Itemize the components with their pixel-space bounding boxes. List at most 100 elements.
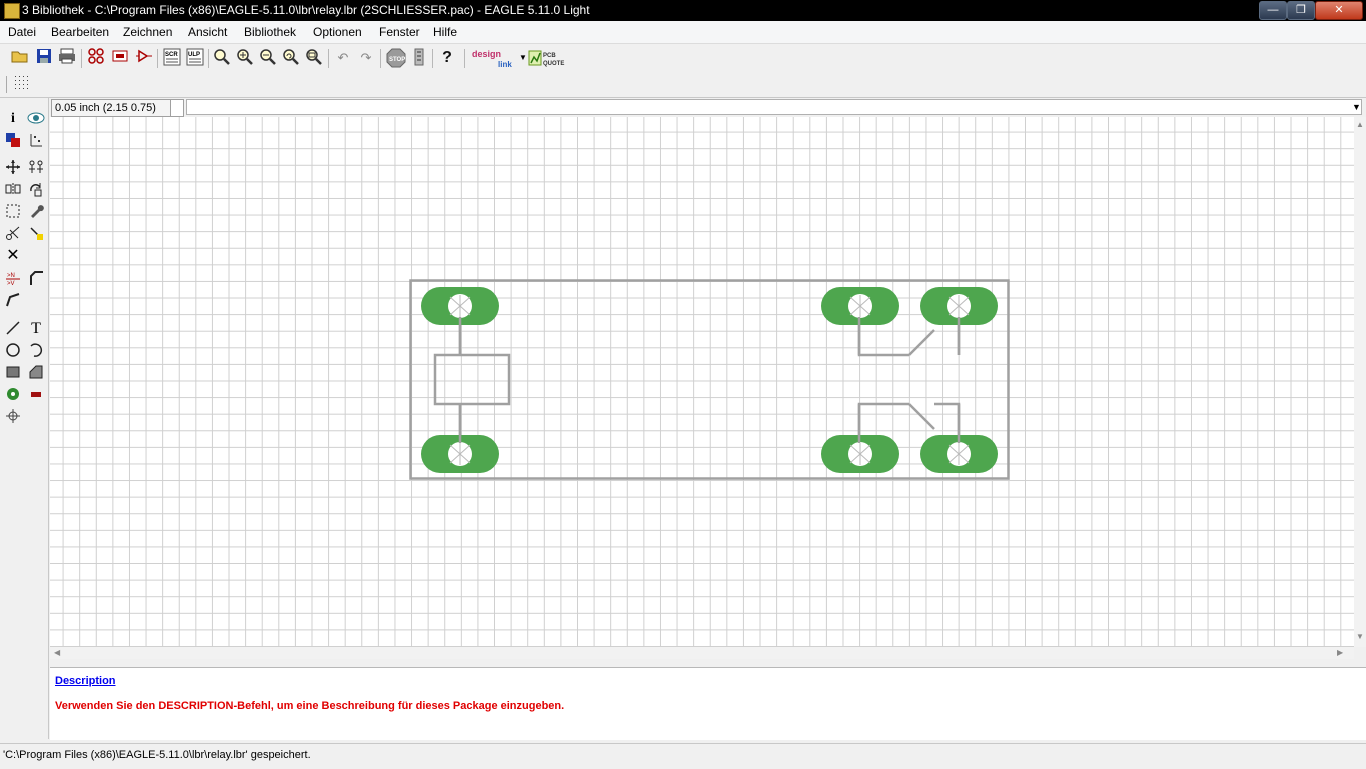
go-icon[interactable] bbox=[409, 48, 429, 68]
svg-text:QUOTE: QUOTE bbox=[543, 61, 564, 67]
circle-icon[interactable] bbox=[4, 342, 22, 360]
status-message: 'C:\Program Files (x86)\EAGLE-5.11.0\lbr… bbox=[3, 749, 311, 761]
open-icon[interactable] bbox=[10, 48, 30, 68]
split-icon[interactable] bbox=[4, 292, 22, 310]
zoom-select-icon[interactable] bbox=[304, 48, 324, 68]
vertical-scrollbar[interactable]: ▲ ▼ bbox=[1354, 117, 1366, 647]
menu-zeichnen[interactable]: Zeichnen bbox=[123, 25, 173, 39]
parameter-toolbar bbox=[0, 72, 1366, 98]
schematic-icon[interactable] bbox=[86, 48, 106, 68]
zoom-in-icon[interactable] bbox=[235, 48, 255, 68]
status-bar: 'C:\Program Files (x86)\EAGLE-5.11.0\lbr… bbox=[0, 743, 1366, 769]
menu-fenster[interactable]: Fenster bbox=[379, 25, 420, 39]
toolbar-grip bbox=[6, 76, 7, 93]
ulp-icon[interactable]: ULP bbox=[185, 48, 205, 68]
menu-bearbeiten[interactable]: Bearbeiten bbox=[51, 25, 110, 39]
drawing-canvas[interactable] bbox=[50, 117, 1354, 647]
menu-bibliothek[interactable]: Bibliothek bbox=[244, 25, 297, 39]
group-icon[interactable] bbox=[4, 203, 22, 221]
hole-icon[interactable] bbox=[4, 408, 22, 426]
tool-palette: i ✕ >N >V T bbox=[0, 98, 49, 739]
menu-ansicht[interactable]: Ansicht bbox=[188, 25, 228, 39]
command-input[interactable] bbox=[186, 99, 1362, 115]
pad[interactable] bbox=[920, 435, 998, 473]
zoom-fit-icon[interactable] bbox=[212, 48, 232, 68]
show-icon[interactable] bbox=[27, 110, 45, 128]
miter-icon[interactable] bbox=[27, 270, 45, 288]
svg-text:link: link bbox=[498, 60, 512, 69]
command-bar: 0.05 inch (2.15 0.75) ▼ bbox=[48, 98, 1366, 117]
description-panel: Description Verwenden Sie den DESCRIPTIO… bbox=[50, 667, 1366, 740]
horizontal-scrollbar[interactable]: ◀ ▶ bbox=[50, 647, 1354, 659]
main-toolbar: SCR ULP ↶ ↷ STOP ? design link ▼ bbox=[0, 44, 1366, 73]
help-icon[interactable]: ? bbox=[442, 49, 452, 66]
menu-optionen[interactable]: Optionen bbox=[313, 25, 362, 39]
minimize-button[interactable]: — bbox=[1259, 1, 1287, 20]
scroll-right-icon[interactable]: ▶ bbox=[1337, 648, 1344, 657]
command-mode-box bbox=[170, 99, 184, 117]
save-icon[interactable] bbox=[34, 48, 54, 68]
stop-icon[interactable]: STOP bbox=[386, 48, 406, 68]
pad[interactable] bbox=[920, 287, 998, 325]
scroll-down-icon[interactable]: ▼ bbox=[1356, 632, 1364, 641]
coordinate-display: 0.05 inch (2.15 0.75) bbox=[51, 99, 174, 117]
menu-datei[interactable]: Datei bbox=[8, 25, 37, 39]
designlink-dropdown-icon[interactable]: ▼ bbox=[519, 53, 527, 62]
grid-icon[interactable] bbox=[11, 74, 31, 94]
display-layers-icon[interactable] bbox=[4, 132, 22, 150]
coil-symbol bbox=[433, 306, 511, 454]
svg-text:SCR: SCR bbox=[165, 52, 178, 58]
cut-icon[interactable] bbox=[4, 225, 22, 243]
rotate-icon[interactable] bbox=[27, 181, 45, 199]
package-outline bbox=[409, 279, 1010, 480]
script-icon[interactable]: SCR bbox=[162, 48, 182, 68]
svg-text:>N: >N bbox=[7, 273, 15, 279]
svg-text:ULP: ULP bbox=[188, 52, 200, 58]
info-icon[interactable]: i bbox=[11, 111, 15, 126]
window-title: 3 Bibliothek - C:\Program Files (x86)\EA… bbox=[22, 3, 590, 17]
arc-icon[interactable] bbox=[27, 342, 45, 360]
pad[interactable] bbox=[821, 435, 899, 473]
svg-text:STOP: STOP bbox=[389, 57, 405, 63]
command-history-dropdown-icon[interactable]: ▼ bbox=[1352, 102, 1361, 112]
menu-bar: Datei Bearbeiten Zeichnen Ansicht Biblio… bbox=[0, 21, 1366, 44]
mark-icon[interactable] bbox=[27, 132, 45, 150]
svg-text:design: design bbox=[472, 49, 501, 59]
svg-text:>V: >V bbox=[7, 281, 15, 286]
copy-icon[interactable] bbox=[27, 159, 45, 177]
board-icon[interactable] bbox=[110, 48, 130, 68]
name-smash-icon[interactable]: >N >V bbox=[4, 270, 22, 288]
pad[interactable] bbox=[821, 287, 899, 325]
zoom-out-icon[interactable] bbox=[258, 48, 278, 68]
redraw-icon[interactable] bbox=[281, 48, 301, 68]
text-icon[interactable]: T bbox=[31, 320, 41, 337]
paste-icon[interactable] bbox=[27, 225, 45, 243]
pcb-quote-logo[interactable]: PCB QUOTE bbox=[528, 48, 566, 68]
rect-icon[interactable] bbox=[4, 364, 22, 382]
smd-icon[interactable] bbox=[27, 386, 45, 404]
description-link[interactable]: Description bbox=[55, 675, 116, 687]
redo-icon[interactable]: ↷ bbox=[360, 50, 372, 65]
description-message: Verwenden Sie den DESCRIPTION-Befehl, um… bbox=[55, 700, 565, 712]
move-icon[interactable] bbox=[4, 159, 22, 177]
designlink-logo[interactable]: design link bbox=[470, 47, 518, 69]
pad[interactable] bbox=[421, 287, 499, 325]
undo-icon[interactable]: ↶ bbox=[337, 50, 349, 65]
symbol-icon[interactable] bbox=[134, 48, 154, 68]
menu-hilfe[interactable]: Hilfe bbox=[433, 25, 458, 39]
delete-icon[interactable]: ✕ bbox=[6, 247, 20, 264]
app-icon bbox=[4, 3, 20, 19]
scroll-up-icon[interactable]: ▲ bbox=[1356, 120, 1364, 129]
mirror-icon[interactable] bbox=[4, 181, 22, 199]
scroll-left-icon[interactable]: ◀ bbox=[54, 648, 61, 657]
wire-icon[interactable] bbox=[4, 320, 22, 338]
title-bar: 3 Bibliothek - C:\Program Files (x86)\EA… bbox=[0, 0, 1366, 21]
print-icon[interactable] bbox=[57, 48, 77, 68]
pad[interactable] bbox=[421, 435, 499, 473]
maximize-button[interactable]: ❐ bbox=[1287, 1, 1315, 20]
change-icon[interactable] bbox=[27, 203, 45, 221]
close-button[interactable]: ✕ bbox=[1315, 1, 1363, 20]
polygon-icon[interactable] bbox=[27, 364, 45, 382]
pad-icon[interactable] bbox=[4, 386, 22, 404]
svg-text:PCB: PCB bbox=[543, 53, 556, 59]
